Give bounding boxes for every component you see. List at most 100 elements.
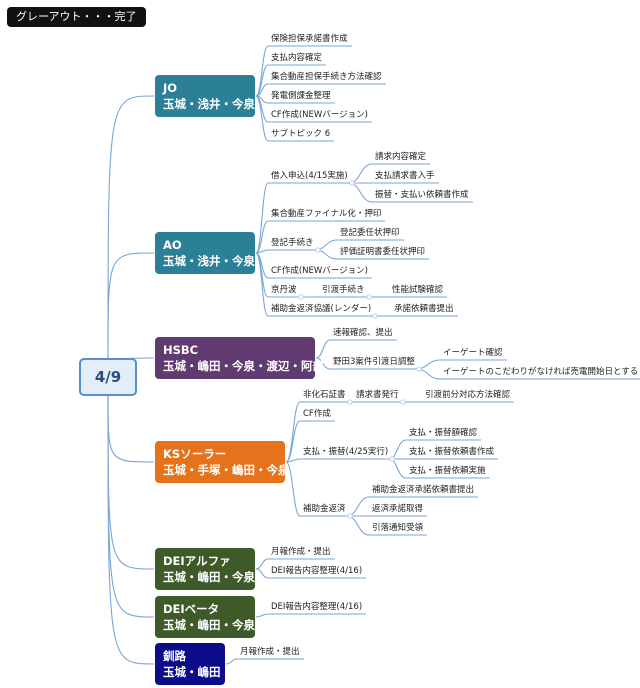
topic-ks-cert-method[interactable]: 引渡前分対応方法確認 [425, 390, 511, 400]
branch-ao[interactable]: AO 玉城・浅井・今泉 [155, 232, 255, 274]
link-topic-dei-alpha-1 [255, 558, 269, 570]
topic-ao-repay-collapse-icon [372, 313, 378, 319]
topic-ao-kyotanba-collapse-icon [298, 294, 304, 300]
topic-ao-borrow-sub-1[interactable]: 請求内容確定 [375, 152, 427, 162]
link-topic-dei-alpha-2 [255, 568, 269, 579]
topic-ks-payment-sub-3[interactable]: 支払・振替依頼実施 [409, 466, 486, 476]
link-topic-hsbc-noda [315, 357, 331, 370]
topic-ao-kyotanba[interactable]: 京丹波 [271, 285, 297, 295]
link-topic-ao-borrow-sub-1 [348, 163, 373, 184]
link-topic-ks-repay-sub-3 [346, 515, 370, 536]
topic-kushiro-1[interactable]: 月報作成・提出 [240, 647, 300, 657]
link-topic-ao-borrow-sub-3 [348, 182, 373, 203]
topic-hsbc-noda-collapse-icon [416, 366, 422, 372]
topic-ks-cert-invoice-collapse-icon [400, 399, 406, 405]
topic-ks-repay-sub-3[interactable]: 引落通知受領 [372, 523, 424, 533]
branch-kushiro-members: 玉城・嶋田 [163, 665, 221, 679]
topic-jo-4[interactable]: 発電側課金整理 [271, 91, 331, 101]
central-topic[interactable]: 4/9 [79, 358, 137, 396]
link-branch-ks [107, 395, 155, 463]
topic-ao-kyotanba-test[interactable]: 性能試験確認 [392, 285, 444, 295]
link-topic-jo-1 [255, 45, 269, 97]
topic-ao-registration-sub-2[interactable]: 評価証明書委任状押印 [340, 247, 426, 257]
topic-ao-borrow-collapse-icon [349, 180, 355, 186]
link-topic-ks-cert [285, 401, 301, 463]
link-topic-ks-repay [285, 461, 301, 517]
branch-dei-alpha-name: DEIアルファ [163, 554, 231, 568]
link-topic-ks-payment-sub-1 [388, 439, 407, 460]
link-topic-kushiro-1 [225, 658, 238, 665]
topic-jo-2[interactable]: 支払内容確定 [271, 53, 323, 63]
topic-ao-borrow-sub-3[interactable]: 振替・支払い依頼書作成 [375, 190, 469, 200]
link-branch-ao [107, 252, 155, 359]
branch-dei-beta[interactable]: DEIベータ 玉城・嶋田・今泉 [155, 596, 255, 638]
branch-ks-members: 玉城・手塚・嶋田・今泉 [163, 463, 290, 477]
link-topic-ks-payment [285, 458, 301, 463]
topic-ks-payment-sub-2[interactable]: 支払・振替依頼書作成 [409, 447, 495, 457]
topic-ks-cf[interactable]: CF作成 [303, 409, 331, 419]
topic-ao-kyotanba-handover[interactable]: 引渡手続き [322, 285, 365, 295]
legend-label: グレーアウト・・・完了 [7, 7, 146, 27]
topic-jo-1[interactable]: 保険担保承諾書作成 [271, 34, 348, 44]
topic-ks-cert-collapse-icon [347, 399, 353, 405]
link-branch-dei-beta [107, 395, 155, 618]
link-topic-jo-6 [255, 95, 269, 142]
topic-hsbc-noda[interactable]: 野田3案件引渡日調整 [333, 357, 415, 367]
branch-hsbc[interactable]: HSBC 玉城・嶋田・今泉・渡辺・阿部 [155, 337, 324, 379]
branch-kushiro[interactable]: 釧路 玉城・嶋田 [155, 643, 225, 685]
topic-jo-6[interactable]: サブトピック 6 [271, 129, 331, 139]
branch-dei-alpha[interactable]: DEIアルファ 玉城・嶋田・今泉 [155, 548, 255, 590]
topic-dei-alpha-2[interactable]: DEI報告内容整理(4/16) [271, 566, 363, 576]
link-topic-ao-repay [255, 252, 269, 317]
topic-ao-borrow-sub-2[interactable]: 支払請求書入手 [375, 171, 435, 181]
link-branch-dei-alpha [107, 395, 155, 570]
topic-ao-borrow[interactable]: 借入申込(4/15実施) [271, 171, 348, 181]
link-branch-kushiro [107, 395, 155, 665]
branch-dei-alpha-members: 玉城・嶋田・今泉 [163, 570, 255, 584]
branch-dei-beta-members: 玉城・嶋田・今泉 [163, 618, 255, 632]
link-branch-jo [107, 95, 155, 359]
link-topic-hsbc-report [315, 339, 331, 359]
topic-ao-registration[interactable]: 登記手続き [271, 238, 314, 248]
topic-jo-5[interactable]: CF作成(NEWバージョン) [271, 110, 368, 120]
topic-ks-repay-collapse-icon [347, 513, 353, 519]
topic-ao-repay-sub[interactable]: 承諾依頼書提出 [394, 304, 454, 314]
branch-jo[interactable]: JO 玉城・浅井・今泉 [155, 75, 255, 117]
topic-dei-beta-1[interactable]: DEI報告内容整理(4/16) [271, 602, 363, 612]
branch-ks-name: KSソーラー [163, 447, 227, 461]
branch-jo-members: 玉城・浅井・今泉 [163, 97, 255, 111]
topic-ao-repay[interactable]: 補助金返済協議(レンダー) [271, 304, 372, 314]
branch-hsbc-name: HSBC [163, 343, 199, 357]
branch-kushiro-name: 釧路 [163, 649, 186, 663]
branch-hsbc-members: 玉城・嶋田・今泉・渡辺・阿部 [163, 359, 324, 373]
branch-ao-members: 玉城・浅井・今泉 [163, 254, 255, 268]
topic-ks-repay-sub-2[interactable]: 返済承諾取得 [372, 504, 424, 514]
link-topic-dei-beta-1 [255, 613, 269, 618]
topic-hsbc-noda-sub-2[interactable]: イーゲートのこだわりがなければ売電開始日とする [443, 367, 639, 377]
topic-ks-payment-sub-1[interactable]: 支払・振替額確認 [409, 428, 478, 438]
topic-hsbc-report[interactable]: 速報確認、提出 [333, 328, 393, 338]
topic-ks-payment-collapse-icon [389, 456, 395, 462]
link-topic-ks-cf [285, 420, 301, 463]
link-topic-ao-kyotanba [255, 252, 269, 298]
branch-ks[interactable]: KSソーラー 玉城・手塚・嶋田・今泉 [155, 441, 290, 483]
link-topic-ks-payment-sub-3 [388, 458, 407, 479]
topic-ks-repay[interactable]: 補助金返済 [303, 504, 346, 514]
branch-ao-name: AO [163, 238, 182, 252]
link-topic-ao-borrow [255, 182, 269, 254]
topic-ks-cert-invoice[interactable]: 請求書発行 [356, 390, 399, 400]
branch-jo-name: JO [163, 81, 178, 95]
topic-ks-cert[interactable]: 非化石証書 [303, 390, 346, 400]
topic-jo-3[interactable]: 集合動産担保手続き方法確認 [271, 72, 382, 82]
topic-ao-registration-sub-1[interactable]: 登記委任状押印 [340, 228, 400, 238]
link-topic-ao-final [255, 220, 269, 254]
topic-hsbc-noda-sub-1[interactable]: イーゲート確認 [443, 348, 503, 358]
branch-dei-beta-name: DEIベータ [163, 602, 220, 616]
topic-dei-alpha-1[interactable]: 月報作成・提出 [271, 547, 331, 557]
topic-ks-repay-sub-1[interactable]: 補助金返済承諾依頼書提出 [372, 485, 475, 495]
topic-ks-payment[interactable]: 支払・振替(4/25実行) [303, 447, 389, 457]
link-topic-ks-repay-sub-1 [346, 496, 370, 517]
topic-ao-final[interactable]: 集合動産ファイナル化・押印 [271, 209, 382, 219]
topic-ao-cf[interactable]: CF作成(NEWバージョン) [271, 266, 368, 276]
